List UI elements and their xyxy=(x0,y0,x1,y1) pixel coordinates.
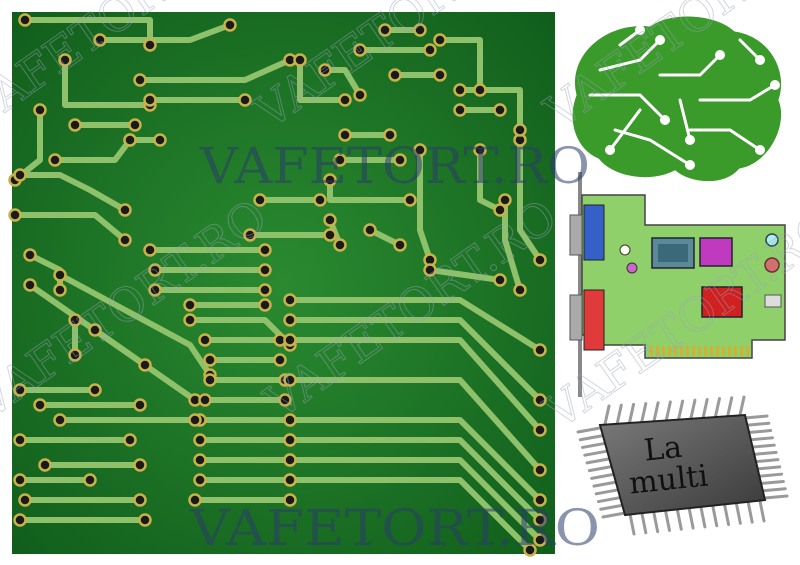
circuit-board xyxy=(8,12,555,557)
expansion-card-icon xyxy=(569,172,786,397)
watermark-main: VAFETORT.RO xyxy=(199,137,590,195)
chip-label-line2: multi xyxy=(627,459,709,502)
brain-circuit-icon xyxy=(569,13,785,185)
microchip-icon: La multi xyxy=(576,395,789,536)
chip-label-line1: La xyxy=(642,430,683,469)
circuit-traces xyxy=(12,17,543,553)
watermark-bottom: VAFETORT.RO xyxy=(189,499,600,557)
circuit-pads xyxy=(8,13,547,557)
